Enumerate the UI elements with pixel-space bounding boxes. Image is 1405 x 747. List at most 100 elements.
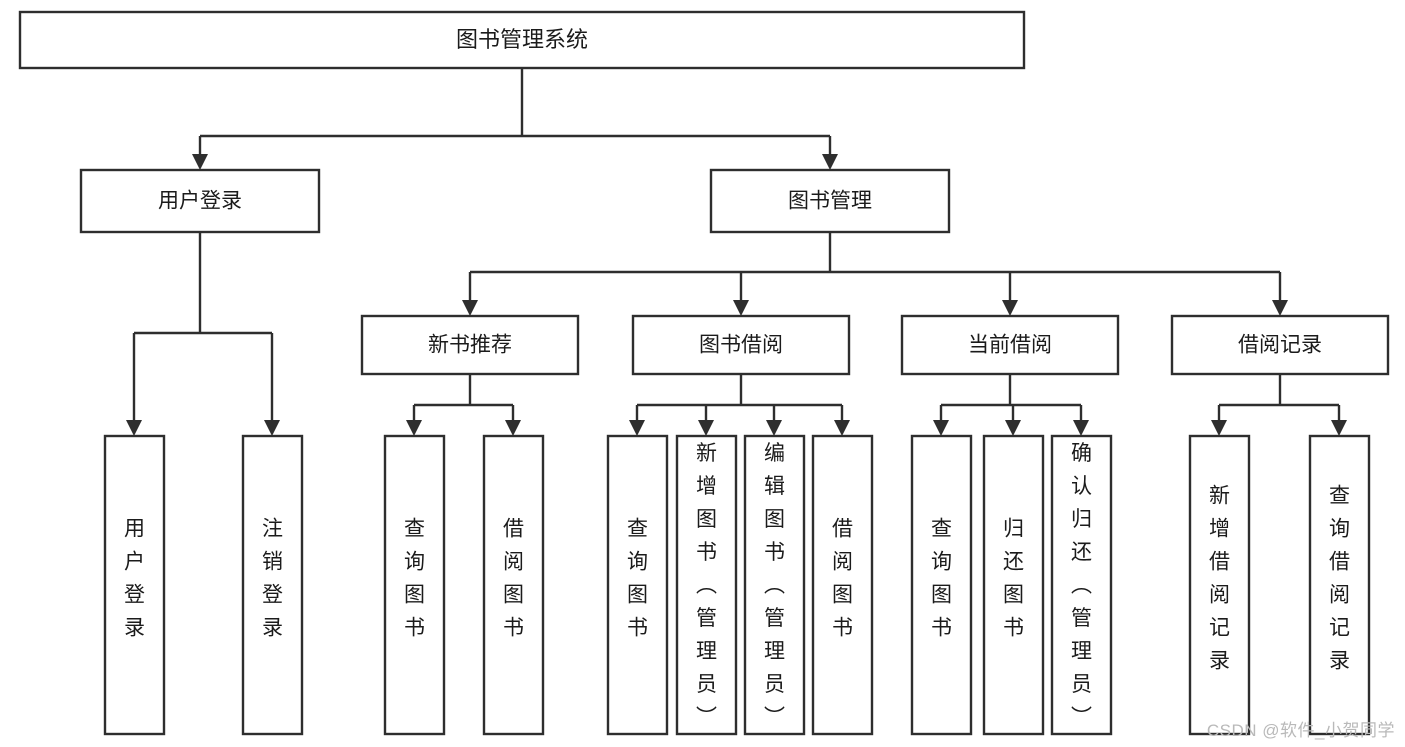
leaf-node-label: 查询借阅记录 — [1329, 485, 1350, 673]
node-current-borrow-box[interactable] — [900, 314, 1120, 376]
leaf-label-glyph: 阅 — [503, 551, 524, 574]
leaf-node-box[interactable] — [606, 434, 669, 736]
node-book-borrow-label: 图书借阅 — [699, 334, 783, 357]
leaf-node[interactable]: 借阅图书 — [811, 434, 874, 736]
leaf-label-glyph: 用 — [124, 518, 145, 541]
leaf-label-glyph: 图 — [696, 508, 717, 531]
leaf-node[interactable]: 查询图书 — [383, 434, 446, 736]
leaf-label-glyph: 归 — [1003, 518, 1024, 541]
node-new-book-recommend[interactable]: 新书推荐 — [360, 314, 580, 376]
leaf-label-glyph: ︵ — [696, 574, 717, 597]
leaf-label-glyph: 登 — [262, 584, 283, 607]
leaf-label-glyph: 图 — [764, 508, 785, 531]
leaf-node-box[interactable] — [383, 434, 446, 736]
leaf-node-label: 查询图书 — [404, 518, 425, 640]
arrow-icon-bm-to-newbook — [462, 300, 478, 316]
leaf-node-box[interactable] — [1188, 434, 1251, 736]
leaf-label-glyph: 认 — [1071, 475, 1092, 498]
node-book-manage[interactable]: 图书管理 — [709, 168, 951, 234]
leaf-label-glyph: 新 — [1209, 485, 1230, 508]
arrow-icon-bookborrow-leaf-4 — [834, 420, 850, 436]
leaf-node[interactable]: 查询借阅记录 — [1308, 434, 1371, 736]
node-book-borrow-box[interactable] — [631, 314, 851, 376]
node-root[interactable]: 图书管理系统 — [18, 10, 1026, 70]
leaf-label-glyph: 理 — [696, 640, 717, 663]
leaf-node[interactable]: 新增图书︵管理员︶ — [675, 434, 738, 736]
leaf-label-glyph: 新 — [696, 442, 717, 465]
leaf-node[interactable]: 确认归还︵管理员︶ — [1050, 434, 1113, 736]
leaf-label-glyph: 借 — [832, 518, 853, 541]
leaf-node-label: 新增借阅记录 — [1209, 485, 1230, 673]
arrow-icon-userlogin-leaf-2 — [264, 420, 280, 436]
leaf-label-glyph: 员 — [696, 673, 717, 696]
leaf-label-glyph: 图 — [832, 584, 853, 607]
leaf-label-glyph: 图 — [404, 584, 425, 607]
leaf-label-glyph: ︶ — [1071, 706, 1092, 729]
node-current-borrow[interactable]: 当前借阅 — [900, 314, 1120, 376]
leaf-node[interactable]: 用户登录 — [103, 434, 166, 736]
arrow-icon-bookborrow-leaf-1 — [629, 420, 645, 436]
leaf-label-glyph: 借 — [1209, 551, 1230, 574]
leaf-node[interactable]: 编辑图书︵管理员︶ — [743, 434, 806, 736]
leaf-node-box[interactable] — [1050, 434, 1113, 736]
leaf-label-glyph: 辑 — [764, 475, 785, 498]
arrow-icon-currentborrow-leaf-2 — [1005, 420, 1021, 436]
arrow-icon-bm-to-bookborrow — [733, 300, 749, 316]
leaf-label-glyph: 图 — [931, 584, 952, 607]
node-book-borrow[interactable]: 图书借阅 — [631, 314, 851, 376]
leaf-label-glyph: 询 — [627, 551, 648, 574]
leaf-label-glyph: 录 — [262, 617, 283, 640]
leaf-label-glyph: 管 — [764, 607, 785, 630]
leaf-node-box[interactable] — [103, 434, 166, 736]
arrow-icon-newbook-leaf-2 — [505, 420, 521, 436]
leaf-node-box[interactable] — [910, 434, 973, 736]
leaf-node-box[interactable] — [241, 434, 304, 736]
node-new-book-recommend-box[interactable] — [360, 314, 580, 376]
leaf-node-label: 用户登录 — [124, 518, 145, 640]
node-new-book-recommend-label: 新书推荐 — [428, 334, 512, 357]
arrow-icon-borrowrecord-leaf-2 — [1331, 420, 1347, 436]
arrow-icon-newbook-leaf-1 — [406, 420, 422, 436]
leaf-node[interactable]: 归还图书 — [982, 434, 1045, 736]
leaf-node-box[interactable] — [811, 434, 874, 736]
leaf-label-glyph: 理 — [1071, 640, 1092, 663]
leaf-label-glyph: 记 — [1329, 617, 1350, 640]
leaf-node-box[interactable] — [675, 434, 738, 736]
leaf-label-glyph: 注 — [262, 518, 283, 541]
leaf-node[interactable]: 查询图书 — [910, 434, 973, 736]
arrow-icon-bookborrow-leaf-3 — [766, 420, 782, 436]
arrow-icon-currentborrow-leaf-1 — [933, 420, 949, 436]
leaf-label-glyph: 销 — [262, 551, 283, 574]
leaf-label-glyph: 登 — [124, 584, 145, 607]
node-borrow-record-box[interactable] — [1170, 314, 1390, 376]
leaf-node-box[interactable] — [1308, 434, 1371, 736]
leaf-label-glyph: 还 — [1071, 541, 1092, 564]
leaf-label-glyph: 书 — [832, 617, 853, 640]
arrow-icon-root-to-book-manage — [822, 154, 838, 170]
leaf-node[interactable]: 查询图书 — [606, 434, 669, 736]
leaf-node-box[interactable] — [743, 434, 806, 736]
node-root-label: 图书管理系统 — [456, 27, 588, 52]
node-borrow-record[interactable]: 借阅记录 — [1170, 314, 1390, 376]
leaf-label-glyph: 确 — [1071, 442, 1092, 465]
node-book-manage-label: 图书管理 — [788, 190, 872, 213]
leaf-label-glyph: 借 — [1329, 551, 1350, 574]
leaf-label-glyph: ︶ — [764, 706, 785, 729]
node-user-login-box[interactable] — [79, 168, 321, 234]
leaf-node-label: 新增图书︵管理员︶ — [696, 442, 717, 729]
leaf-label-glyph: 录 — [124, 617, 145, 640]
leaf-label-glyph: 阅 — [1329, 584, 1350, 607]
leaf-node[interactable]: 借阅图书 — [482, 434, 545, 736]
node-user-login[interactable]: 用户登录 — [79, 168, 321, 234]
leaf-label-glyph: 户 — [124, 551, 145, 574]
leaf-node-box[interactable] — [982, 434, 1045, 736]
node-book-manage-box[interactable] — [709, 168, 951, 234]
leaf-label-glyph: 书 — [503, 617, 524, 640]
arrow-icon-bm-to-borrowrecord — [1272, 300, 1288, 316]
leaf-node[interactable]: 注销登录 — [241, 434, 304, 736]
arrow-icon-bm-to-currentborrow — [1002, 300, 1018, 316]
node-root-box[interactable] — [18, 10, 1026, 70]
node-borrow-record-label: 借阅记录 — [1238, 334, 1322, 357]
leaf-node-box[interactable] — [482, 434, 545, 736]
leaf-node[interactable]: 新增借阅记录 — [1188, 434, 1251, 736]
